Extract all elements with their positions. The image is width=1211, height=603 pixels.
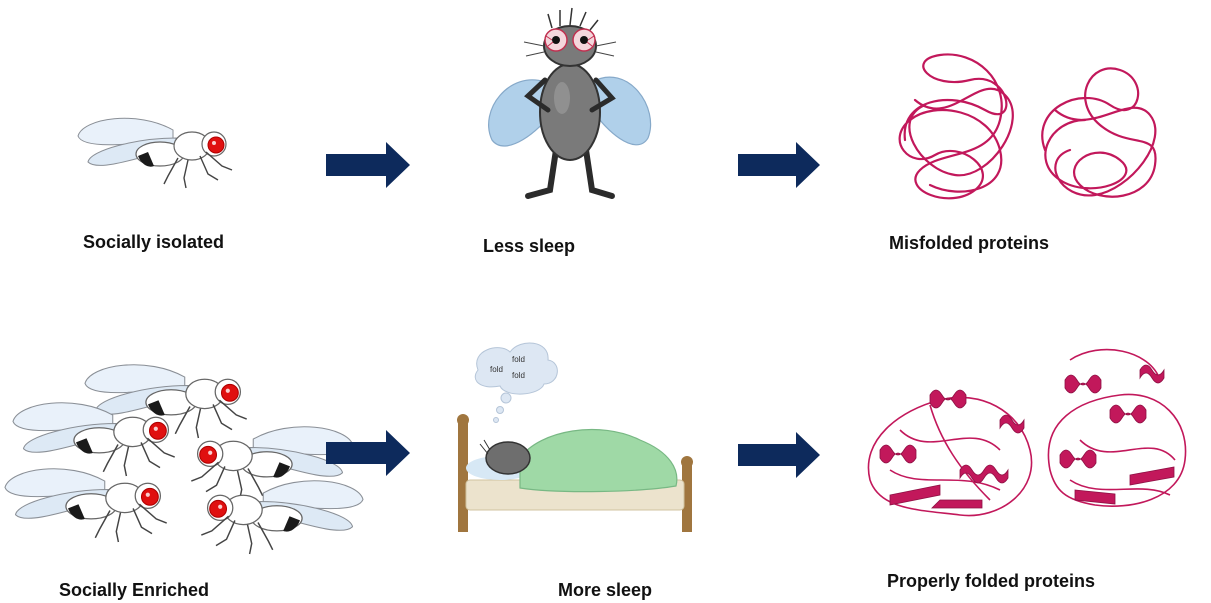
stage-label-socially-enriched: Socially Enriched (59, 580, 209, 601)
stage-label-misfolded-proteins: Misfolded proteins (889, 233, 1049, 254)
stage-label-more-sleep: More sleep (558, 580, 652, 601)
arrow-icon (738, 142, 820, 188)
misfolded-protein-icon (900, 54, 1156, 198)
arrow-icon (326, 142, 410, 188)
folded-protein-icon (868, 350, 1185, 516)
single-fly-icon (78, 118, 232, 188)
fly-group-icon (5, 365, 363, 554)
dream-word: fold (490, 365, 503, 374)
dream-word: fold (512, 371, 525, 380)
stage-label-properly-folded-proteins: Properly folded proteins (887, 571, 1095, 592)
stage-label-socially-isolated: Socially isolated (83, 232, 224, 253)
stage-label-less-sleep: Less sleep (483, 236, 575, 257)
sleepless-fly-icon (489, 8, 651, 196)
arrow-icon (738, 432, 820, 478)
dream-word: fold (512, 355, 525, 364)
